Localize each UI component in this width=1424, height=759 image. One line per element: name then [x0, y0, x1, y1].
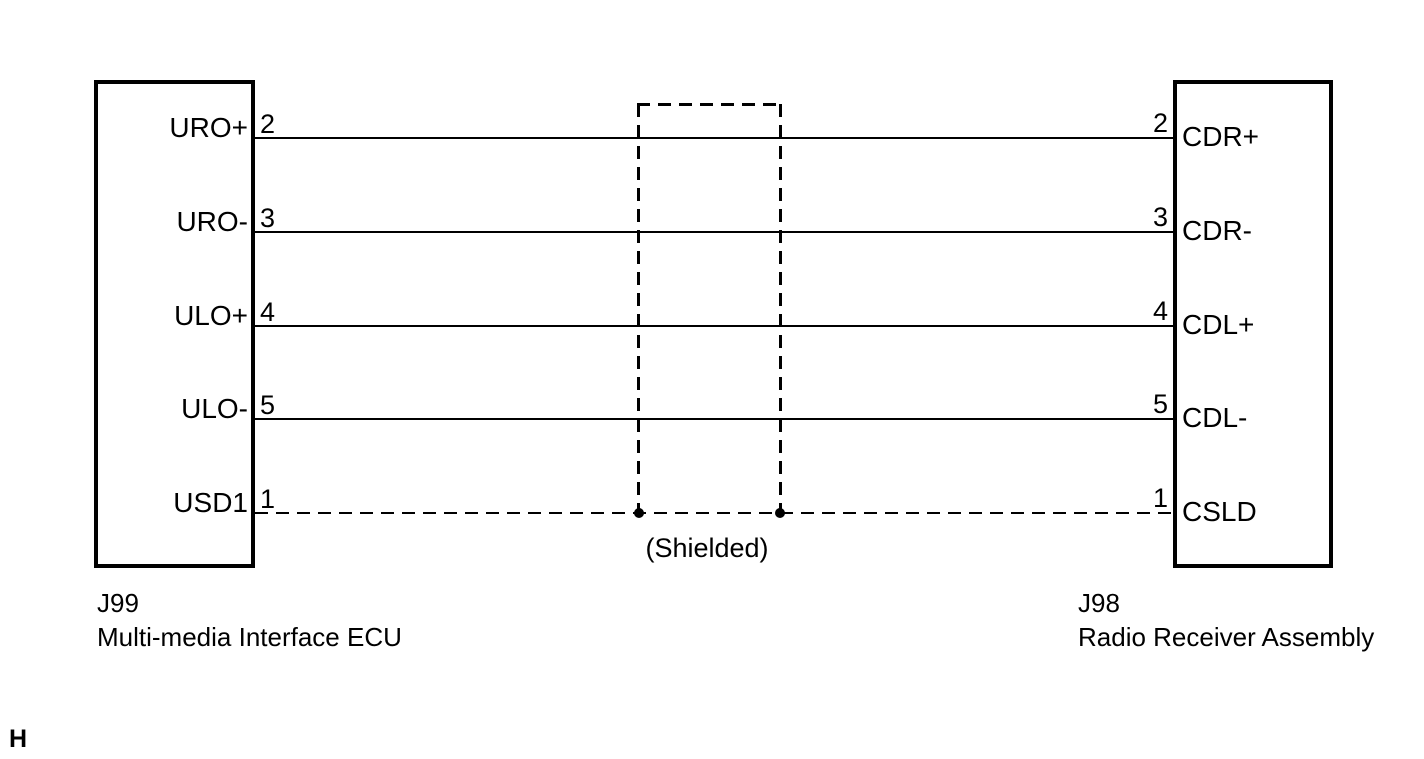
left-pin-number: 3 [260, 203, 276, 233]
right-pin-label: CDR- [1182, 215, 1252, 246]
left-pin-number: 5 [260, 390, 276, 420]
right-pin-label: CDR+ [1182, 121, 1260, 152]
right-pin-label: CDL+ [1182, 309, 1255, 340]
right-pin-number: 3 [1152, 202, 1168, 232]
page-marker: H [9, 725, 28, 753]
right-pin-label: CDL- [1182, 402, 1248, 433]
left-pin-label: USD1 [173, 487, 248, 518]
right-pin-number: 4 [1152, 296, 1168, 326]
right-connector-id: J98 [1078, 588, 1120, 618]
left-connector-caption: J99 Multi-media Interface ECU [97, 586, 402, 654]
left-pin-number: 4 [260, 297, 276, 327]
right-pin-label: CSLD [1182, 496, 1257, 527]
left-pin-label: ULO- [181, 393, 248, 424]
right-connector-caption: J98 Radio Receiver Assembly [1078, 586, 1374, 654]
left-pin-number: 1 [260, 484, 276, 514]
wire-line [255, 137, 1173, 139]
left-pin-label: URO+ [169, 112, 248, 143]
left-pin-label: URO- [176, 206, 248, 237]
wire-line [255, 418, 1173, 420]
shield-enclosure-top-line [637, 103, 782, 106]
shield-enclosure-left-line [637, 104, 640, 514]
shield-enclosure-right-line [779, 104, 782, 514]
wire-line [255, 231, 1173, 233]
left-connector-id: J99 [97, 588, 139, 618]
wire-line-dashed [255, 512, 1173, 514]
left-connector-name: Multi-media Interface ECU [97, 622, 402, 652]
left-pin-number: 2 [260, 109, 276, 139]
right-connector-box [1173, 80, 1333, 568]
right-pin-number: 1 [1152, 483, 1168, 513]
shield-label: (Shielded) [645, 533, 769, 563]
wire-line [255, 325, 1173, 327]
left-pin-label: ULO+ [174, 300, 248, 331]
right-pin-number: 5 [1152, 389, 1168, 419]
right-pin-number: 2 [1152, 108, 1168, 138]
right-connector-name: Radio Receiver Assembly [1078, 622, 1375, 652]
left-connector-box [94, 80, 255, 568]
